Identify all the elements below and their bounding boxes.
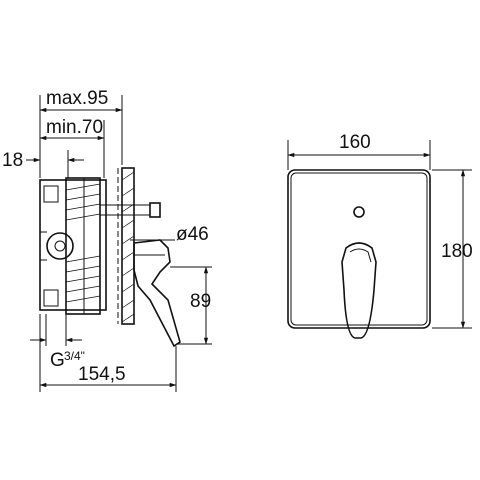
plate-width-label: 160 xyxy=(339,132,371,153)
diameter-label: ø46 xyxy=(176,224,209,245)
offset-dimension: 18 xyxy=(2,150,84,178)
lever-front xyxy=(341,242,377,339)
wall-plate-front xyxy=(287,169,431,329)
max-depth-dimension: max.95 xyxy=(39,88,123,178)
diameter-dimension: ø46 xyxy=(130,224,209,245)
diverter-stem xyxy=(99,202,161,218)
front-view: 160 180 xyxy=(287,132,473,339)
max-depth-label: max.95 xyxy=(46,88,108,109)
overall-depth-label: 154,5 xyxy=(78,364,126,385)
min-depth-label: min.70 xyxy=(46,117,103,138)
diverter-button-icon xyxy=(353,206,365,218)
offset-label: 18 xyxy=(2,150,23,171)
valve-body xyxy=(39,177,107,315)
handle-height-label: 89 xyxy=(190,291,211,312)
thread-dimension: G 3/4" xyxy=(30,314,85,371)
handle-height-dimension: 89 xyxy=(170,266,212,345)
plate-height-dimension: 180 xyxy=(432,169,473,329)
overall-depth-dimension: 154,5 xyxy=(39,314,177,392)
inlet-port-icon xyxy=(46,232,74,260)
wall-plate-side xyxy=(117,167,135,325)
thread-prefix-label: G xyxy=(50,350,65,371)
min-depth-dimension: min.70 xyxy=(39,117,105,178)
lever-handle xyxy=(133,239,181,348)
plate-width-dimension: 160 xyxy=(287,132,431,170)
thread-size-label: 3/4" xyxy=(64,349,85,363)
plate-height-label: 180 xyxy=(441,241,473,262)
side-view: max.95 min.70 18 xyxy=(2,88,212,392)
